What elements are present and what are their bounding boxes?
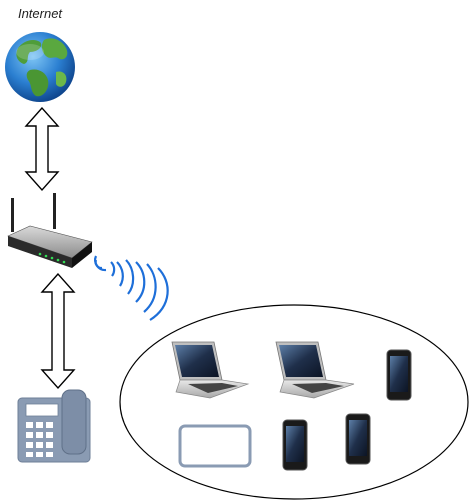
smartphone-icon xyxy=(345,413,371,465)
smartphone-icon xyxy=(282,419,308,471)
bidirectional-arrow-internet-router xyxy=(24,106,60,192)
client-devices-group xyxy=(119,304,469,500)
smartphone-icon xyxy=(386,349,412,401)
laptop-icon xyxy=(171,341,250,399)
bidirectional-arrow-router-phone xyxy=(40,272,76,390)
wifi-router-icon xyxy=(7,193,93,268)
globe-icon xyxy=(5,32,75,102)
tablet-icon xyxy=(178,424,252,468)
desk-phone-icon xyxy=(17,389,91,463)
laptop-icon xyxy=(275,341,355,399)
wifi-waves-icon xyxy=(94,255,169,321)
internet-label: Internet xyxy=(17,6,63,21)
